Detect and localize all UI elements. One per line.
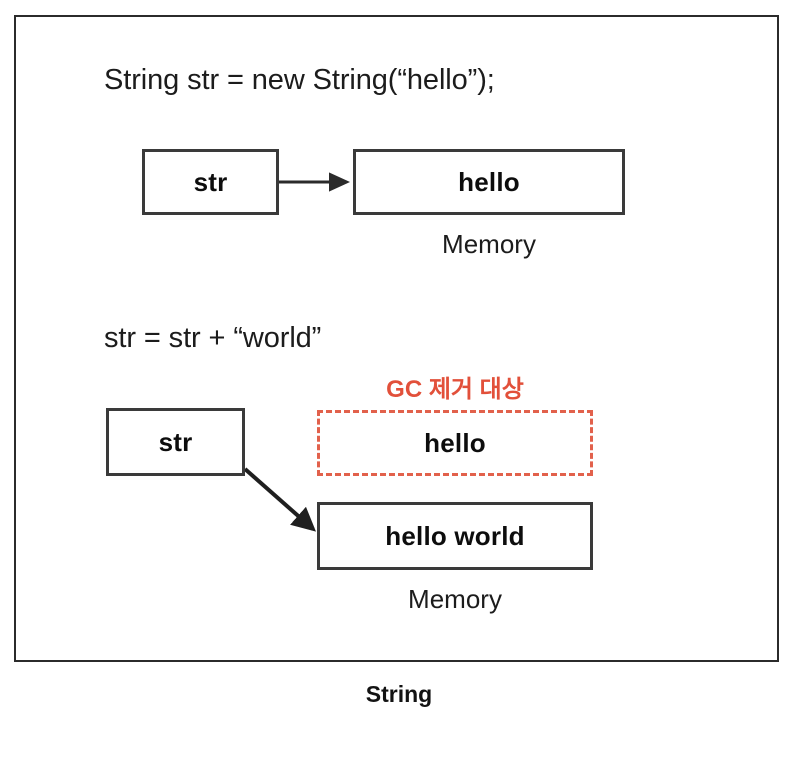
- figure-caption: String: [365, 681, 433, 707]
- str-box-1: str: [142, 149, 279, 215]
- diagram-frame: String str = new String(“hello”); str he…: [14, 15, 779, 662]
- arrow-str-to-hello-world: [243, 467, 316, 532]
- hello-box-garbage: hello: [317, 410, 593, 476]
- str-box-2: str: [106, 408, 245, 476]
- code-line-2: str = str + “world”: [104, 322, 322, 354]
- code-line-1: String str = new String(“hello”);: [104, 64, 495, 96]
- memory-label-1: Memory: [442, 229, 536, 259]
- hello-box-1: hello: [353, 149, 625, 215]
- gc-removal-annotation: GC 제거 대상: [386, 376, 524, 403]
- memory-label-2: Memory: [408, 584, 502, 614]
- hello-world-box: hello world: [317, 502, 593, 570]
